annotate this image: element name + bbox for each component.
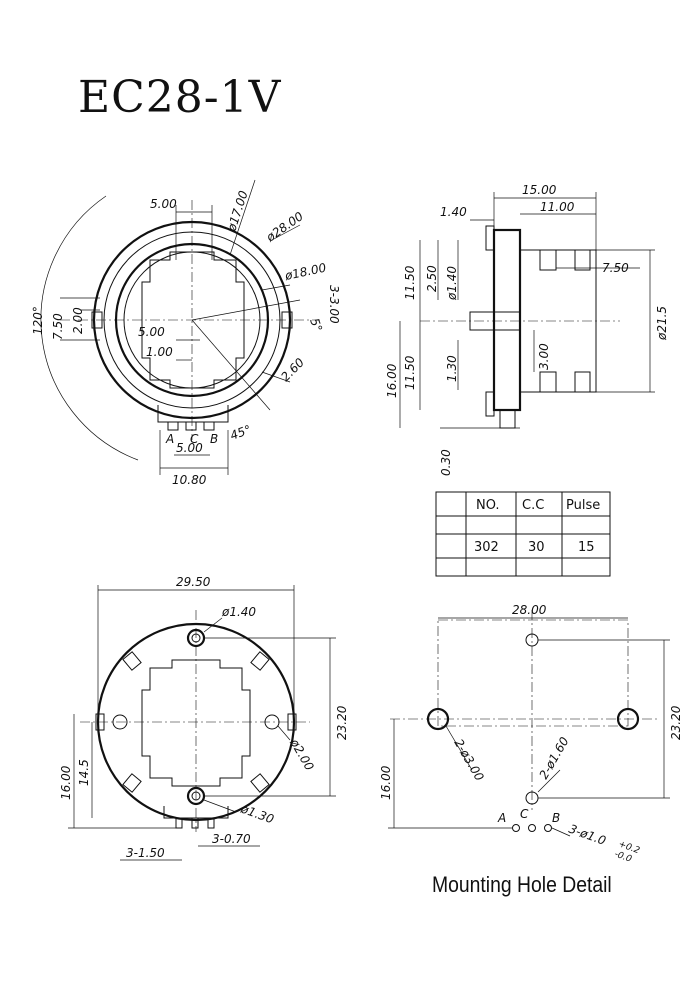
dim-11-50-bottom: 11.50 <box>403 355 417 390</box>
mount-hole-right <box>616 707 640 731</box>
dim-11-00: 11.00 <box>540 200 575 214</box>
mount-pin-hole-a <box>512 824 520 832</box>
mounting-hole-detail: 28.00 23.20 2-ø1.60 2-ø3.00 16.00 3-ø1.0… <box>379 603 683 865</box>
mount-pin-label-a: A <box>497 811 506 825</box>
dim-11-50-top: 11.50 <box>403 265 417 300</box>
dim-dia-1-40: ø1.40 <box>445 266 459 301</box>
table-cell-cc: 30 <box>528 540 545 555</box>
pin-b <box>203 421 215 431</box>
bottom-view: 29.50 ø1.40 23.20 ø2.00 ø1.30 16.00 14.5… <box>59 575 349 861</box>
mounting-detail-caption: Mounting Hole Detail <box>432 872 612 897</box>
pin-a <box>167 421 179 431</box>
dim-5-center: 5.00 <box>138 325 165 339</box>
dim-16-00: 16.00 <box>59 765 73 800</box>
dim-5-deg: 5° <box>307 316 325 334</box>
dim-dia-21-5: ø21.5 <box>655 306 669 341</box>
dim-0-30: 0.30 <box>439 449 453 476</box>
dim-10-80: 10.80 <box>172 473 207 487</box>
dim-2-dia-1-60: 2-ø1.60 <box>536 734 571 781</box>
dim-dia-17: ø17.00 <box>224 189 251 234</box>
table-header-pulse: Pulse <box>566 498 600 513</box>
dim-dia-18: ø18.00 <box>283 260 328 283</box>
pin-label-b: B <box>210 432 218 446</box>
dim-3-00: 3.00 <box>537 343 551 370</box>
side-top-pin <box>485 225 495 251</box>
drawing-title: EC28-1V <box>78 72 282 123</box>
dim-3-3: 3-3.00 <box>327 285 341 324</box>
dim-16-00: 16.00 <box>385 363 399 398</box>
dim-dia-1-30: ø1.30 <box>238 801 276 826</box>
dim-1-00: 1.00 <box>146 345 173 359</box>
dim-5-bottom: 5.00 <box>176 441 203 455</box>
dim-14-5: 14.5 <box>77 759 91 786</box>
table-header-cc: C.C <box>522 498 544 513</box>
dim-dia-2-00: ø2.00 <box>287 736 317 774</box>
dim-23-20: 23.20 <box>669 705 683 740</box>
dim-2-50: 2.50 <box>425 265 439 292</box>
mount-pin-hole-c <box>528 824 536 832</box>
dim-7-50: 7.50 <box>51 313 65 340</box>
table-header-no: NO. <box>476 498 500 513</box>
dim-120-deg: 120° <box>31 306 45 335</box>
dim-3-dia-1-0: 3-ø1.0 <box>567 822 608 848</box>
dim-dia-1-40: ø1.40 <box>221 605 256 619</box>
table-cell-no: 302 <box>474 540 499 555</box>
pin-label-a: A <box>165 432 174 446</box>
dim-23-20: 23.20 <box>335 705 349 740</box>
front-view: 5.00 ø17.00 ø28.00 ø18.00 3-3.00 5° 2.60… <box>31 179 341 487</box>
dim-2-dia-3-00: 2-ø3.00 <box>451 737 486 784</box>
dim-15-00: 15.00 <box>522 183 557 197</box>
mount-pin-label-c: C <box>520 807 529 821</box>
angle-arc <box>40 195 139 461</box>
table-cell-pulse: 15 <box>578 540 595 555</box>
dim-3-0-70: 3-0.70 <box>212 832 251 846</box>
dim-dia-28: ø28.00 <box>263 209 306 245</box>
dim-5-top: 5.00 <box>150 197 177 211</box>
dim-7-50: 7.50 <box>602 261 629 275</box>
bottom-castellation <box>141 659 251 787</box>
dim-2-00: 2.00 <box>71 307 85 334</box>
side-flange <box>492 228 522 412</box>
mount-pin-hole-b <box>544 824 552 832</box>
spec-table: NO. C.C Pulse 302 30 15 <box>435 491 611 577</box>
mount-hole-left <box>426 707 450 731</box>
dim-1-40: 1.40 <box>440 205 467 219</box>
dim-16-00: 16.00 <box>379 765 393 800</box>
dim-45-deg: 45° <box>228 422 253 442</box>
pin-label-c: C <box>190 432 199 446</box>
mount-pin-label-b: B <box>552 811 560 825</box>
side-view: 15.00 1.40 11.00 11.50 2.50 ø1.40 7.50 ø… <box>385 183 669 476</box>
dim-29-50: 29.50 <box>176 575 211 589</box>
pin-c <box>185 421 197 431</box>
dim-1-30: 1.30 <box>445 355 459 382</box>
dim-28-00: 28.00 <box>512 603 547 617</box>
dim-3-1-50: 3-1.50 <box>126 846 165 860</box>
castellated-shaft <box>141 251 245 389</box>
side-bottom-pin <box>485 391 495 417</box>
